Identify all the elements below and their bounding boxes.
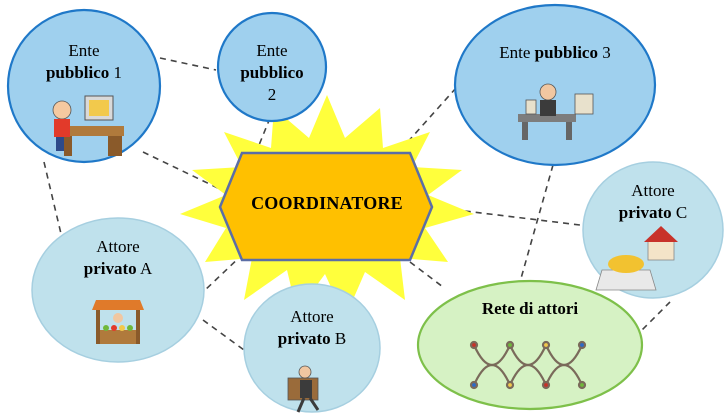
link-ente3-coordinator — [404, 87, 457, 146]
ente-pubblico-3-label: Ente pubblico 3 — [470, 42, 640, 64]
attore-privato-b-label: Attore privato B — [262, 306, 362, 350]
ente-3-line1: Ente — [499, 43, 535, 62]
rete-di-attori-label: Rete di attori — [450, 298, 610, 320]
node-attore-privato-b — [243, 283, 381, 413]
link-ente1-attoreA — [43, 161, 63, 239]
link-ente2-coordinator — [256, 117, 271, 151]
ente-2-bold: pubblico — [240, 63, 304, 82]
ente-pubblico-1-label: Ente pubblico 1 — [34, 40, 134, 84]
node-rete-di-attori — [416, 279, 644, 411]
node-attore-privato-a — [31, 217, 205, 363]
rete-label: Rete di attori — [481, 299, 579, 318]
link-coordinator-rete — [409, 261, 444, 288]
ente-2-suffix: 2 — [267, 85, 277, 104]
ente-3-suffix: 3 — [597, 43, 611, 62]
ente-3-bold: pubblico — [534, 43, 598, 62]
house-construction-icon — [595, 226, 678, 291]
attore-b-line1: Attore — [290, 307, 334, 326]
attore-c-bold: privato — [618, 203, 672, 222]
attore-c-line1: Attore — [631, 181, 675, 200]
node-ente-pubblico-2 — [216, 11, 328, 123]
ente-1-suffix: 1 — [109, 63, 123, 82]
node-ente-pubblico-3 — [453, 3, 657, 167]
attore-a-line1: Attore — [96, 237, 140, 256]
link-ente1-ente2 — [159, 57, 217, 71]
link-ente3-rete — [519, 164, 554, 283]
ente-pubblico-2-label: Ente pubblico 2 — [232, 40, 312, 106]
market-stall-icon — [92, 300, 144, 344]
link-coordinator-attoreA — [202, 253, 244, 293]
node-ente-pubblico-1 — [6, 8, 162, 164]
attore-b-bold: privato — [277, 329, 331, 348]
person-at-computer-icon — [52, 95, 124, 156]
attore-a-bold: privato — [83, 259, 137, 278]
attore-c-suffix: C — [671, 203, 688, 222]
link-attoreA-attoreB — [202, 319, 245, 351]
ente-1-bold: pubblico — [45, 63, 110, 82]
ente-2-line1: Ente — [256, 41, 288, 60]
worker-carrying-load-icon — [287, 365, 320, 413]
office-worker-desk-icon — [518, 83, 594, 140]
coordinator-hexagon — [218, 151, 434, 262]
attore-a-suffix: A — [136, 259, 153, 278]
coordinator-label: COORDINATORE — [251, 193, 403, 213]
attore-privato-c-label: Attore privato C — [600, 180, 706, 224]
attore-privato-a-label: Attore privato A — [68, 236, 168, 280]
link-ente1-coordinator — [142, 151, 223, 191]
ente-1-line1: Ente — [68, 41, 100, 60]
people-network-icon — [469, 340, 587, 390]
attore-b-suffix: B — [330, 329, 347, 348]
